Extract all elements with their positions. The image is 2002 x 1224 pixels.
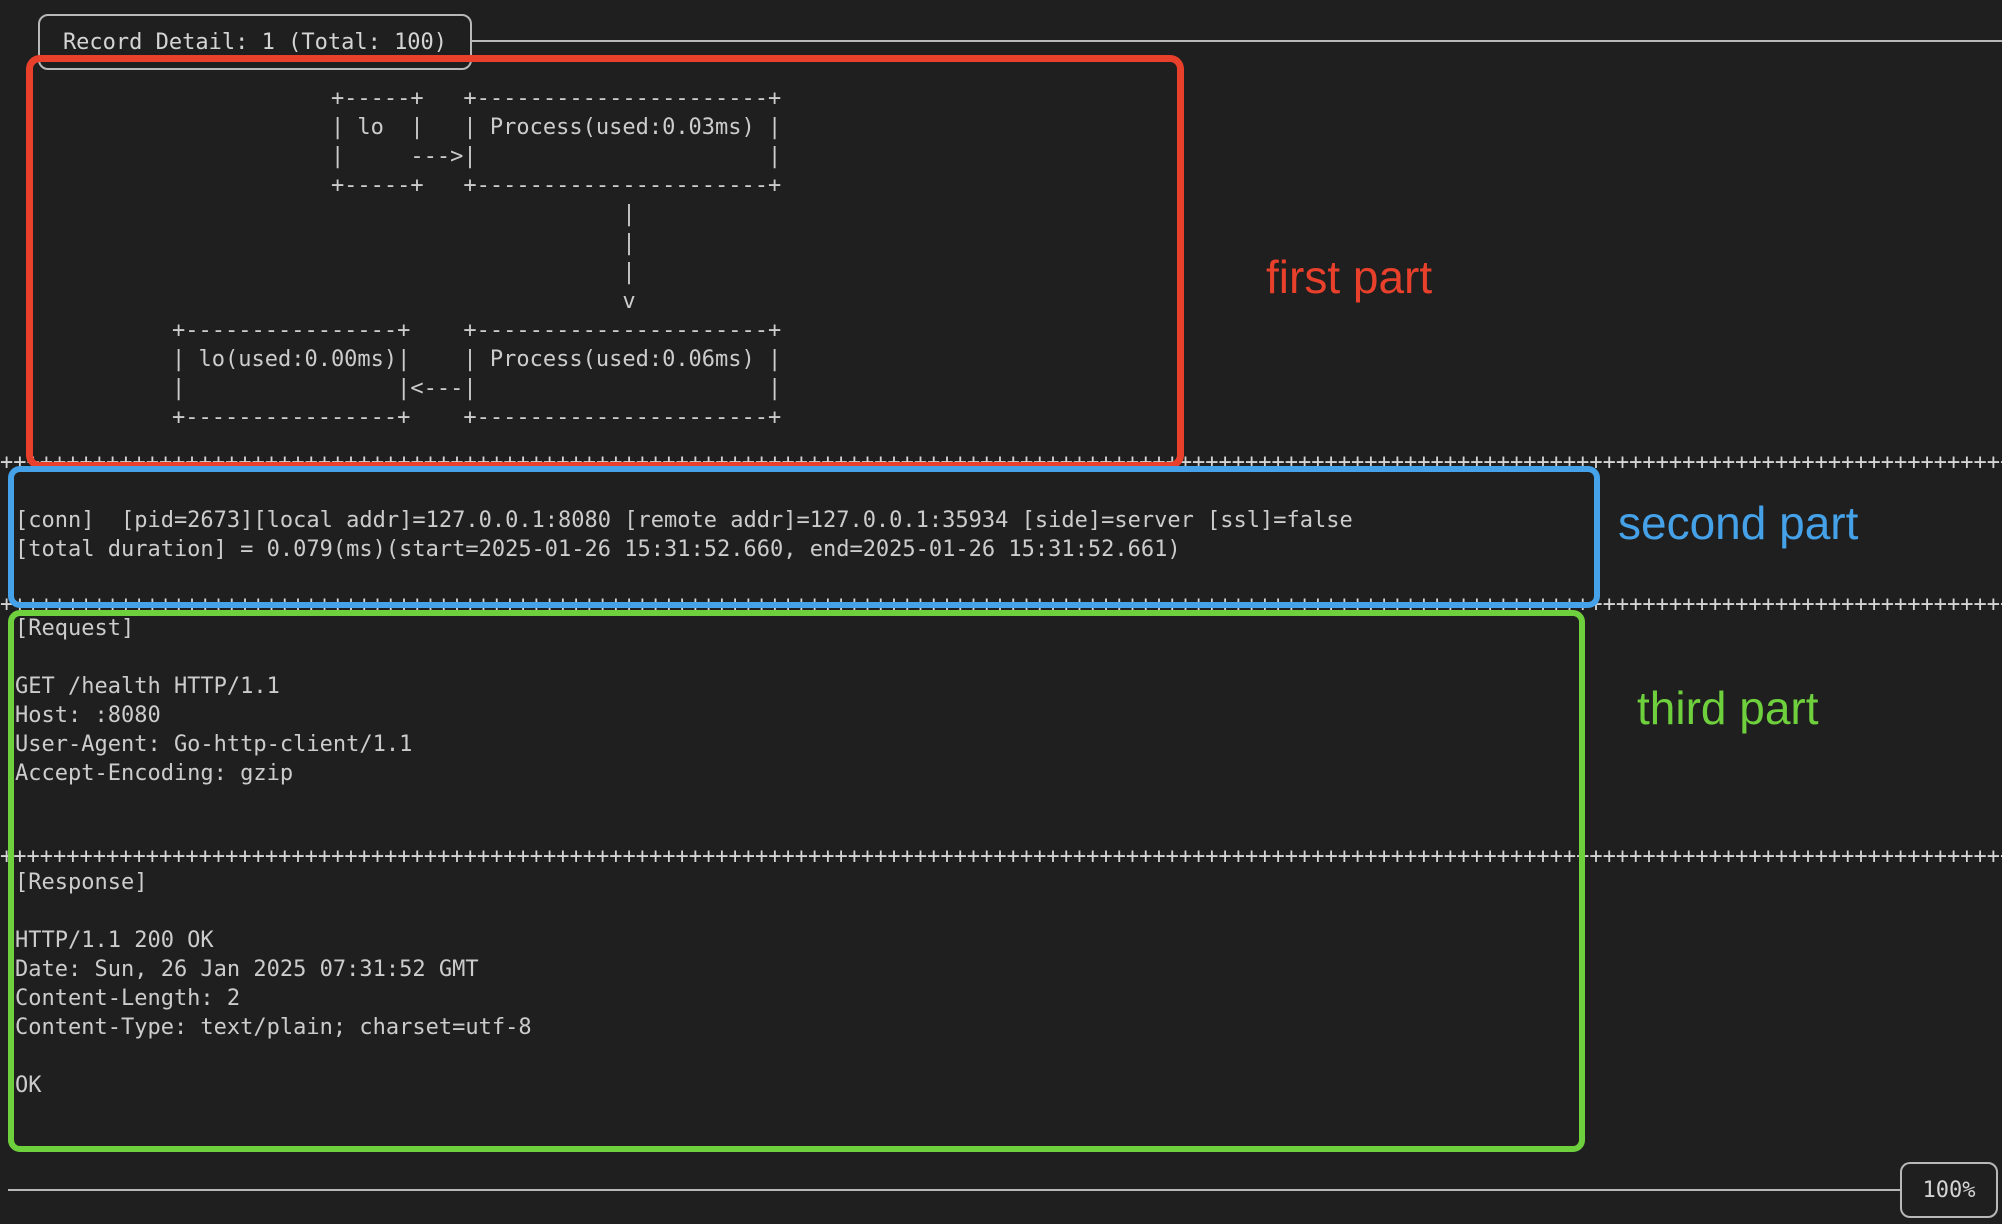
request-section-label: [Request] <box>15 616 135 641</box>
scroll-percent-indicator: 100% <box>1900 1162 1998 1218</box>
annotation-label-third-part: third part <box>1637 682 1819 734</box>
screen-top-border <box>456 40 2002 42</box>
annotation-box-first-part <box>26 55 1184 469</box>
screen-bottom-border <box>8 1189 1904 1191</box>
annotation-box-second-part <box>8 466 1600 608</box>
response-headers-and-body: HTTP/1.1 200 OK Date: Sun, 26 Jan 2025 0… <box>15 928 532 1098</box>
flow-diagram: +-----+ +----------------------+ | lo | … <box>172 86 782 430</box>
request-headers: GET /health HTTP/1.1 Host: :8080 User-Ag… <box>15 674 413 786</box>
page-title: Record Detail: 1 (Total: 100) <box>62 29 448 55</box>
plus-separator-response: ++++++++++++++++++++++++++++++++++++++++… <box>0 844 2002 869</box>
annotation-label-first-part: first part <box>1266 251 1433 303</box>
annotation-label-second-part: second part <box>1618 497 1859 549</box>
response-section-label: [Response] <box>15 870 148 895</box>
connection-summary: [conn] [pid=2673][local addr]=127.0.0.1:… <box>15 508 1353 562</box>
annotation-box-third-part <box>8 610 1585 1152</box>
scroll-percent-value: 100% <box>1922 1177 1976 1203</box>
